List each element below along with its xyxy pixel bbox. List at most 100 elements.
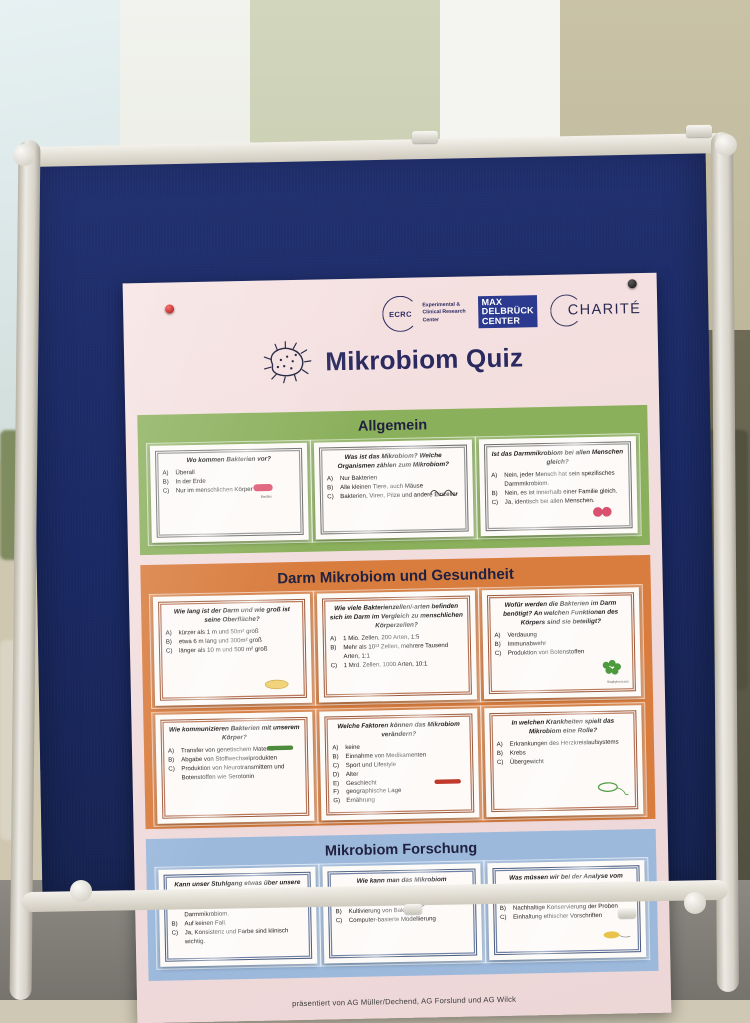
question-text: Wie viele Bakterienzellen/-arten befinde… (329, 602, 463, 630)
quiz-card-inner: In welchen Krankheiten spielt das Mikrob… (488, 710, 639, 813)
poster-title-row: Mikrobiom Quiz (124, 333, 659, 388)
quiz-card[interactable]: Wofür werden die Bakterien im Darm benöt… (477, 584, 646, 703)
ecrc-logo-text: Experimental & Clinical Research Center (422, 301, 466, 324)
option-key: A) (332, 744, 339, 752)
card-row: Wo kommen Bakterien vor? Bacillus A)Über… (145, 433, 642, 546)
option-key: B) (494, 641, 501, 649)
question-text: Wo kommen Bakterien vor? (186, 455, 272, 465)
quiz-card-inner: Wie kommunizieren Bakterien mit unserem … (160, 716, 310, 819)
option-text: Produktion von Neurotransmittern und Bot… (181, 763, 285, 782)
option-key: C) (335, 916, 343, 925)
quiz-card[interactable]: Ist das Darmmikrobiom bei allen Menschen… (474, 433, 642, 540)
paper-clip[interactable] (411, 130, 439, 144)
option-text: Übergewicht (509, 757, 544, 766)
option-text: Einhaltung ethischer Vorschriften (513, 911, 603, 921)
option-list: A)Verdauung B)Immunabwehr C)Produktion v… (494, 630, 628, 659)
quiz-card[interactable]: Wo kommen Bakterien vor? Bacillus A)Über… (145, 439, 314, 546)
section-allgemein: Allgemein Wo kommen Bakterien vor? Bacil… (137, 404, 650, 556)
option-key: B) (332, 753, 339, 761)
option-key: B) (491, 489, 498, 497)
option-item[interactable]: G)Ernährung (333, 795, 466, 807)
bacillus-illustration (253, 483, 274, 492)
quiz-card[interactable]: Was müssen wir bei der Analyse vom Darmm… (482, 856, 651, 964)
option-item[interactable]: C) länger als 10 m und 500 m² groß (166, 645, 299, 657)
option-key: D) (332, 770, 340, 778)
quiz-card[interactable]: Welche Faktoren können das Mikrobiom ver… (315, 705, 484, 824)
option-item[interactable]: C) Übergewicht (497, 756, 630, 768)
quiz-card-inner: Ist das Darmmikrobiom bei allen Menschen… (483, 441, 633, 532)
option-item[interactable]: C) Einhaltung ethischer Vorschriften (500, 911, 633, 923)
easel-knob[interactable] (684, 892, 706, 914)
quiz-card[interactable]: Wie kommunizieren Bakterien mit unserem … (151, 708, 319, 827)
ecrc-line-3: Center (422, 316, 440, 324)
option-item[interactable]: C)Computer-basierte Modellierung (336, 914, 469, 926)
pushpin-dark[interactable] (627, 279, 637, 289)
option-key: C) (494, 649, 502, 657)
tray-clip[interactable] (617, 907, 637, 919)
quiz-card[interactable]: Wie viele Bakterienzellen/-arten befinde… (313, 587, 481, 706)
option-key: C) (165, 647, 173, 655)
option-list: A)Nein, jeder Mensch hat sein spezifisch… (491, 470, 625, 508)
option-list: A)1 Mio. Zellen, 200 Arten, 1:5 B)Mehr a… (330, 633, 464, 671)
quiz-card-inner: Was müssen wir bei der Analyse vom Darmm… (492, 865, 642, 956)
logo-bar: ECRC Experimental & Clinical Research Ce… (382, 291, 641, 333)
quiz-card[interactable]: Wie lang ist der Darm und wie groß ist s… (148, 590, 317, 709)
spirillum-illustration (429, 489, 458, 497)
easel-knob[interactable] (715, 134, 737, 156)
quiz-card-inner: Welche Faktoren können das Mikrobiom ver… (324, 713, 474, 816)
bacterium-icon (263, 341, 312, 384)
paper-clip[interactable] (685, 124, 713, 138)
flagellum-illustration (597, 782, 629, 796)
option-item[interactable]: C) 1 Mrd. Zellen, 1000 Arten, 10:1 (331, 659, 464, 671)
easel-knob[interactable] (13, 144, 35, 166)
whiteboard-easel: ECRC Experimental & Clinical Research Ce… (9, 124, 740, 1023)
tray-clip[interactable] (403, 903, 423, 915)
option-item[interactable]: C) Produktion von Botenstoffen (495, 647, 628, 659)
option-key: C) (330, 661, 338, 670)
page-title: Mikrobiom Quiz (325, 341, 524, 376)
quiz-card-inner: Kann unser Stuhlgang etwas über unsere D… (163, 871, 313, 962)
option-key: B) (330, 644, 337, 652)
ecrc-mark-icon: ECRC (382, 295, 419, 333)
option-key: A) (326, 475, 334, 483)
option-item[interactable]: C) Ja, Konsistenz und Farbe sind klinisch… (172, 927, 306, 947)
ecrc-line-2: Clinical Research (422, 308, 466, 316)
coccus-illustration (265, 679, 289, 690)
option-text: Ja, Konsistenz und Farbe sind klinisch w… (184, 926, 289, 945)
option-key: C) (500, 913, 507, 921)
option-key: A) (330, 635, 337, 643)
option-key: A) (491, 472, 498, 480)
option-item[interactable]: C) Produktion von Neurotransmittern und B… (168, 763, 302, 783)
footer-text: präsentiert von AG Müller/Dechend, AG Fo… (291, 994, 517, 1009)
card-row: Wie lang ist der Darm und wie groß ist s… (148, 584, 646, 709)
quiz-card[interactable]: Wie kann man das Mikrobiom untersuchen? … (318, 860, 487, 967)
yellow-flagellum-illustration (603, 931, 631, 939)
quiz-card-inner: Was ist das Mikrobiom? Welche Organismen… (319, 444, 469, 535)
option-key: C) (491, 498, 499, 506)
quiz-card[interactable]: In welchen Krankheiten spielt das Mikrob… (479, 702, 648, 821)
option-key: C) (171, 929, 179, 937)
poster-footer: präsentiert von AG Müller/Dechend, AG Fo… (137, 992, 671, 1012)
option-key: C) (168, 765, 175, 773)
illustration-caption: Bacillus (260, 494, 272, 499)
option-text: Produktion von Botenstoffen (507, 648, 585, 657)
quiz-card[interactable]: Was ist das Mikrobiom? Welche Organismen… (310, 436, 478, 543)
option-key: C) (496, 758, 504, 766)
question-text: Wofür werden die Bakterien im Darm benöt… (503, 599, 619, 627)
option-key: B) (171, 920, 178, 928)
pushpin-red[interactable] (165, 304, 175, 314)
option-text: länger als 10 m und 500 m² groß (178, 645, 268, 655)
easel-knob[interactable] (70, 880, 92, 902)
quiz-card[interactable]: Kann unser Stuhlgang etwas über unsere D… (154, 863, 322, 970)
option-key: B) (499, 904, 507, 913)
option-key: F) (333, 788, 340, 796)
quiz-card-inner: Wie lang ist der Darm und wie groß ist s… (158, 598, 308, 701)
option-list: A)kürzer als 1 m und 50m² groß B)etwa 6 … (166, 627, 300, 656)
option-key: B) (327, 484, 334, 492)
mdc-logo: MAX DELBRÜCK CENTER (478, 294, 538, 329)
question-text: Welche Faktoren können das Mikrobiom ver… (337, 720, 460, 739)
wall-white-panel (440, 0, 570, 150)
diplococcus-illustration (593, 506, 612, 517)
question-text: Wie lang ist der Darm und wie groß ist s… (173, 606, 290, 624)
option-text: 1 Mrd. Zellen, 1000 Arten, 10:1 (343, 660, 428, 669)
